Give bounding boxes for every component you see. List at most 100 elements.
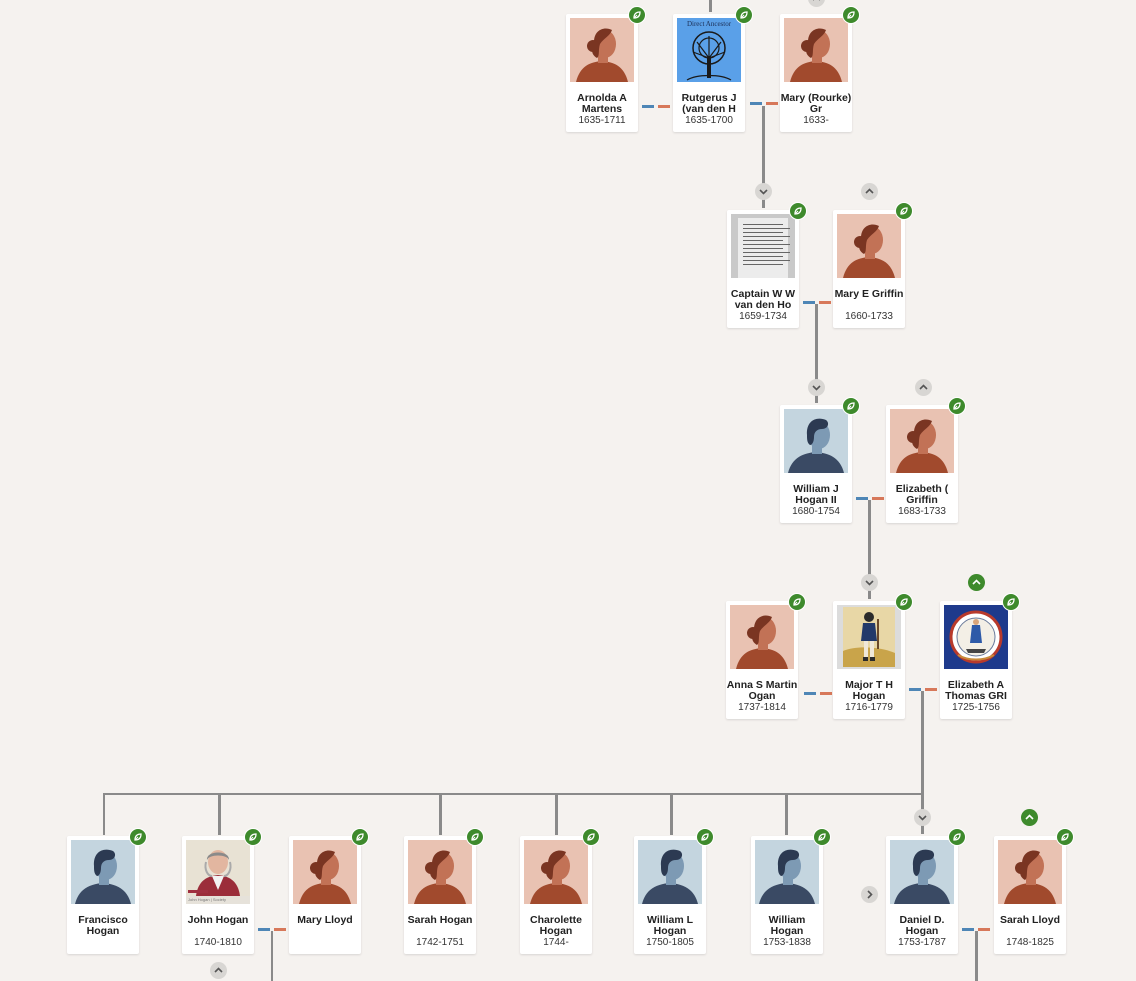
person-name[interactable]: John Hogan xyxy=(187,914,249,926)
person-name[interactable]: Captain W W van den Ho xyxy=(730,288,796,311)
sibling-drop xyxy=(555,793,558,835)
person-name[interactable]: Arnolda A Martens xyxy=(577,92,627,115)
person-photo[interactable] xyxy=(944,605,1008,669)
female-avatar-icon[interactable] xyxy=(293,840,357,904)
female-avatar-icon[interactable] xyxy=(570,18,634,82)
person-name[interactable]: Sarah Hogan xyxy=(407,914,473,926)
mother-link xyxy=(819,301,831,304)
person-dates: 1748-1825 xyxy=(1006,937,1054,948)
person-card-sarah-lloyd[interactable]: Sarah Lloyd 1748-1825 xyxy=(994,836,1066,954)
hint-leaf-icon[interactable] xyxy=(948,397,966,415)
hint-leaf-icon[interactable] xyxy=(842,6,860,24)
female-avatar-icon[interactable] xyxy=(524,840,588,904)
male-avatar-icon[interactable] xyxy=(755,840,819,904)
person-name[interactable]: William L Hogan xyxy=(647,914,693,937)
person-card-mary-lloyd[interactable]: Mary Lloyd xyxy=(289,836,361,954)
person-name[interactable]: Elizabeth ( Griffin xyxy=(895,483,949,506)
chevron-up-icon[interactable] xyxy=(915,379,932,396)
hint-leaf-icon[interactable] xyxy=(789,202,807,220)
female-avatar-icon[interactable] xyxy=(998,840,1062,904)
hint-leaf-icon[interactable] xyxy=(948,828,966,846)
person-photo[interactable] xyxy=(837,605,901,669)
person-name[interactable]: Sarah Lloyd xyxy=(999,914,1061,926)
person-name[interactable]: Major T H Hogan xyxy=(845,679,893,702)
hint-leaf-icon[interactable] xyxy=(1002,593,1020,611)
hint-leaf-icon[interactable] xyxy=(244,828,262,846)
female-avatar-icon[interactable] xyxy=(784,18,848,82)
person-photo[interactable]: John Hogan | Society xyxy=(186,840,250,904)
chevron-up-icon[interactable] xyxy=(861,183,878,200)
hint-leaf-icon[interactable] xyxy=(466,828,484,846)
chevron-up-icon[interactable] xyxy=(968,574,985,591)
person-name[interactable]: Anna S Martin Ogan xyxy=(726,679,798,702)
chevron-up-icon[interactable] xyxy=(808,0,825,7)
mother-link xyxy=(766,102,778,105)
hint-leaf-icon[interactable] xyxy=(582,828,600,846)
person-name[interactable]: Elizabeth A Thomas GRI xyxy=(945,679,1007,702)
hint-leaf-icon[interactable] xyxy=(351,828,369,846)
person-photo[interactable] xyxy=(731,214,795,278)
link-gap xyxy=(974,928,978,931)
hint-leaf-icon[interactable] xyxy=(696,828,714,846)
person-name[interactable]: Rutgerus J (van den H xyxy=(681,92,737,115)
female-avatar-icon[interactable] xyxy=(408,840,472,904)
male-avatar-icon[interactable] xyxy=(71,840,135,904)
chevron-down-icon[interactable] xyxy=(861,574,878,591)
person-name[interactable]: Daniel D. Hogan xyxy=(899,914,945,937)
female-avatar-icon[interactable] xyxy=(730,605,794,669)
person-card-francisco[interactable]: Francisco Hogan xyxy=(67,836,139,954)
person-name[interactable]: Charolette Hogan xyxy=(530,914,582,937)
hint-leaf-icon[interactable] xyxy=(129,828,147,846)
person-dates: 1635-1700 xyxy=(685,115,733,126)
person-name[interactable]: William J Hogan II xyxy=(793,483,839,506)
person-name[interactable]: Mary (Rourke) Gr xyxy=(780,92,852,115)
hint-leaf-icon[interactable] xyxy=(842,397,860,415)
person-name[interactable]: Francisco Hogan xyxy=(78,914,128,937)
link-gap xyxy=(816,692,820,695)
hint-leaf-icon[interactable] xyxy=(895,593,913,611)
male-avatar-icon[interactable] xyxy=(638,840,702,904)
person-name[interactable]: William Hogan xyxy=(768,914,806,937)
chevron-right-icon[interactable] xyxy=(861,886,878,903)
person-name[interactable]: Mary E Griffin xyxy=(834,288,904,300)
female-avatar-icon[interactable] xyxy=(837,214,901,278)
hint-leaf-icon[interactable] xyxy=(788,593,806,611)
person-dates: 1737-1814 xyxy=(738,702,786,713)
link-gap xyxy=(868,497,872,500)
father-link xyxy=(962,928,974,931)
father-link xyxy=(804,692,816,695)
hint-leaf-icon[interactable] xyxy=(1056,828,1074,846)
chevron-up-icon[interactable] xyxy=(1021,809,1038,826)
male-avatar-icon[interactable] xyxy=(890,840,954,904)
hint-leaf-icon[interactable] xyxy=(895,202,913,220)
chevron-down-icon[interactable] xyxy=(755,183,772,200)
chevron-down-icon[interactable] xyxy=(914,809,931,826)
hint-leaf-icon[interactable] xyxy=(813,828,831,846)
hint-leaf-icon[interactable] xyxy=(628,6,646,24)
sibling-bar xyxy=(104,793,924,795)
female-avatar-icon[interactable] xyxy=(890,409,954,473)
person-name[interactable]: Mary Lloyd xyxy=(297,914,353,926)
father-link xyxy=(909,688,921,691)
person-photo[interactable]: Direct Ancestor xyxy=(677,18,741,82)
hint-leaf-icon[interactable] xyxy=(735,6,753,24)
chevron-up-icon[interactable] xyxy=(210,962,227,979)
male-avatar-icon[interactable] xyxy=(784,409,848,473)
chevron-down-icon[interactable] xyxy=(808,379,825,396)
